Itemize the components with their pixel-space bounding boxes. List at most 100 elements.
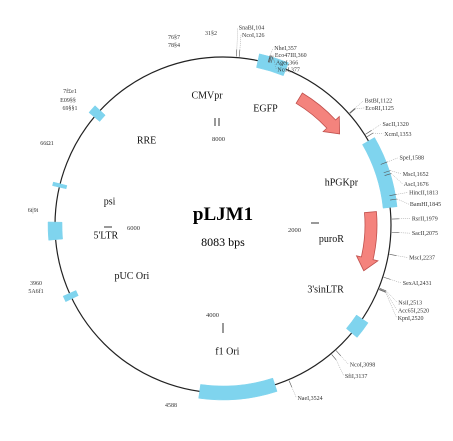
feature-puror [355,211,379,272]
site-leader [385,292,397,319]
plasmid-name: pLJM1 [193,204,253,225]
site-tick [288,380,293,388]
site-leader [271,55,275,63]
clustered-site-label: E09§§ [60,98,76,104]
clustered-site-label: 76§7 [168,35,180,41]
site-label-hincii-1813: HincII,1813 [409,190,438,196]
site-leader [269,47,274,56]
site-label-ecori-1125: EcoRI,1125 [365,106,394,112]
feature-rre [88,105,106,122]
site-leader [396,255,409,258]
feature-egfp [295,92,341,135]
site-label-snabi-104: SnaBI,104 [239,26,265,32]
site-tick [268,55,271,63]
site-tick [366,132,374,137]
site-label-nhei-357: NheI,357 [274,46,297,52]
feature-label-rre: RRE [137,136,156,147]
feature-5-ltr [47,221,63,241]
site-tick [379,288,387,292]
site-label-ncoi-126: NcoI,126 [242,33,264,39]
site-tick [349,108,356,114]
site-leader [236,27,238,50]
tick-label-4000: 4000 [206,312,219,319]
site-label-msci-2237: MscI,2237 [409,256,435,262]
site-label-spei-1588: SpeI,1588 [400,156,425,162]
site-label-sacii-2075: SacII,2075 [412,231,438,237]
site-tick [379,289,386,293]
tick-label-6000: 6000 [127,225,140,232]
site-tick [380,161,388,165]
site-tick [389,194,397,196]
site-leader [398,232,411,234]
plasmid-size: 8083 bps [201,235,245,249]
inner-ticks [104,118,319,333]
feature-puc-ori [62,290,79,303]
clustered-site-label: 78§4 [168,43,180,49]
site-tick [238,49,241,57]
clustered-site-label: 31§2 [205,31,217,37]
site-label-naei-3524: NaeI,3524 [297,396,322,402]
site-tick [383,276,391,280]
feature-layer [47,53,398,401]
feature-label-3-sinltr: 3'sinLTR [307,285,344,296]
site-label-kpni-2520: KpnI,2520 [398,316,424,322]
clustered-site-label: 4588 [165,403,177,409]
site-tick [267,55,271,63]
site-leader [385,291,398,311]
site-tick [335,350,341,356]
feature-label-5-ltr: 5'LTR [93,231,118,242]
site-label-bamhi-1845: BamHI,1845 [410,202,441,208]
site-leader [386,290,398,303]
feature-3-sinltr [345,314,369,338]
clustered-site-label: 66Ω1 [40,141,53,147]
site-label-rsrii-1979: RsrII,1979 [412,216,438,222]
feature-hpgkpr [362,137,398,209]
site-leader [354,100,364,109]
site-label-ncoi-377: NcoI,377 [277,68,300,74]
site-label-bstbi-1122: BstBI,1122 [365,98,392,104]
clustered-site-label: 5A6f1 [28,288,43,295]
site-leader [373,132,384,134]
site-tick [389,254,397,256]
site-leader [371,123,382,131]
site-label-sacii-1320: SacII,1320 [383,122,409,128]
clustered-site-label: 3960 [30,281,42,287]
restriction-site-layer: SnaBI,104NcoI,126NheI,357Eco47III,360Age… [235,26,441,402]
site-leader [355,107,365,110]
site-leader [387,157,399,163]
site-label-msci-1652: MscI,1652 [403,172,429,178]
site-leader [396,192,409,195]
feature-label-egfp: EGFP [253,104,278,115]
site-tick [349,108,356,114]
feature-label-cmvpr: CMVpr [191,90,223,101]
site-leader [340,355,349,365]
feature-psi [52,181,68,190]
feature-label-hpgkpr: hPGKpr [325,177,359,188]
site-tick [365,130,372,135]
site-label-sexai-2431: SexAI,2431 [403,281,432,287]
cluster-label-layer: 76§778§431§27f£e1E09§§69§§166Ω16t|9i3960… [28,31,217,409]
site-leader [272,56,277,70]
site-tick [269,55,272,63]
site-label-eco47iii-360: Eco47III,360 [275,53,307,59]
site-label-sfii-3137: SfiI,3137 [345,373,368,380]
feature-f1-ori [198,377,278,401]
site-label-ncoi-3098: NcoI,3098 [350,363,376,369]
plasmid-backbone [54,56,392,394]
site-tick [270,56,274,64]
tick-label-8000: 8000 [212,136,225,143]
site-tick [331,354,337,361]
site-label-acc65i-2520: Acc65I,2520 [398,308,429,314]
tick-label-2000: 2000 [288,227,301,234]
site-tick [235,49,238,57]
site-label-nsii-2513: NsiI,2513 [398,300,422,306]
clustered-site-label: 69§§1 [63,106,78,112]
site-tick [390,198,398,201]
clustered-site-label: 6t|9i [28,208,39,214]
feature-cmvpr [256,53,289,77]
feature-label-puc-ori: pUC Ori [115,271,150,282]
site-leader [270,54,274,56]
site-label-xcmi-1353: XcmI,1353 [384,132,411,138]
